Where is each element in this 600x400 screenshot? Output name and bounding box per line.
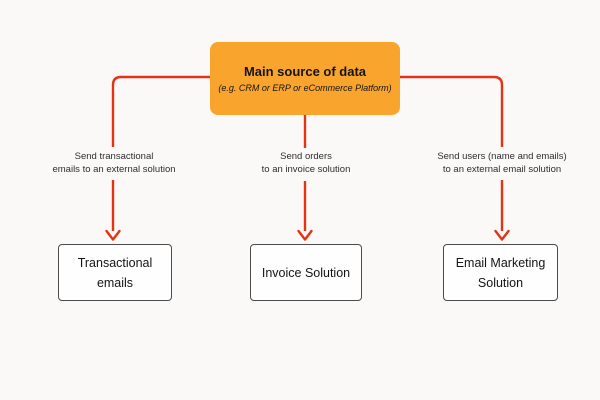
- edge-label-users: Send users (name and emails) to an exter…: [437, 150, 566, 176]
- node-label-line: emails: [96, 275, 134, 290]
- arrowhead-middle-icon: [297, 229, 313, 241]
- edge-label-line: Send transactional: [74, 151, 154, 162]
- node-label-line: Solution: [477, 275, 524, 290]
- node-main-source: Main source of data (e.g. CRM or ERP or …: [210, 42, 400, 115]
- node-transactional-emails: Transactional emails: [58, 244, 172, 301]
- main-node-subtitle: (e.g. CRM or ERP or eCommerce Platform): [218, 83, 392, 93]
- main-node-title: Main source of data: [243, 64, 367, 79]
- edge-label-line: Send users (name and emails): [437, 151, 567, 162]
- edge-label-line: to an invoice solution: [261, 164, 351, 175]
- connector-right-upper: [400, 75, 504, 147]
- edge-label-transactional: Send transactional emails to an external…: [52, 150, 175, 176]
- arrowhead-left-icon: [105, 229, 121, 241]
- node-email-marketing-solution: Email Marketing Solution: [443, 244, 558, 301]
- edge-label-orders: Send orders to an invoice solution: [262, 150, 351, 176]
- node-invoice-solution: Invoice Solution: [250, 244, 362, 301]
- edge-label-line: Send orders: [280, 151, 332, 162]
- connector-left-upper: [111, 75, 210, 147]
- edge-label-line: emails to an external solution: [52, 164, 176, 175]
- arrowhead-right-icon: [494, 229, 510, 241]
- edge-label-line: to an external email solution: [442, 164, 562, 175]
- node-label-line: Email Marketing: [455, 255, 546, 270]
- node-label-line: Transactional: [77, 255, 153, 270]
- node-label-line: Invoice Solution: [261, 265, 351, 280]
